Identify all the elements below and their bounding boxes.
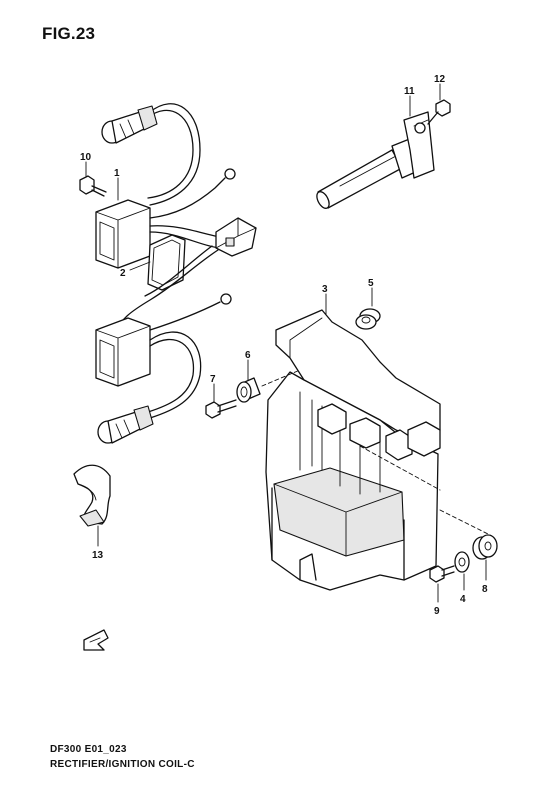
callout-2: 2 — [120, 268, 126, 279]
figure-description: RECTIFIER/IGNITION COIL-C — [50, 759, 195, 770]
callout-8: 8 — [482, 584, 488, 595]
rectifier-case — [261, 309, 493, 591]
callout-13: 13 — [92, 550, 104, 561]
connector-plug-top — [101, 105, 158, 144]
washer-4 — [454, 551, 470, 573]
front-direction-icon — [83, 629, 109, 651]
callout-4: 4 — [460, 594, 466, 605]
callout-10: 10 — [80, 152, 92, 163]
rectifier-lower — [95, 293, 232, 444]
ignition-coil — [316, 111, 435, 209]
clamp-13 — [73, 464, 111, 527]
bolt-9 — [429, 565, 455, 583]
rectifier-upper — [95, 103, 236, 269]
grommet-5 — [355, 308, 381, 330]
grommet-8 — [472, 534, 498, 560]
figure-title: FIG.23 — [42, 24, 96, 43]
callout-5: 5 — [368, 278, 374, 289]
gasket — [147, 234, 186, 291]
connector-plug-bottom — [97, 405, 154, 444]
leader-lines — [85, 83, 487, 603]
callout-9: 9 — [434, 606, 440, 617]
callout-3: 3 — [322, 284, 328, 295]
callout-11: 11 — [404, 86, 415, 97]
callout-1: 1 — [114, 168, 120, 179]
bolt-7 — [205, 399, 237, 419]
callout-7: 7 — [210, 374, 216, 385]
grommet-6 — [236, 377, 261, 403]
callout-12: 12 — [434, 74, 446, 85]
bolt-12 — [427, 99, 451, 125]
bolt-10 — [79, 175, 107, 197]
callout-6: 6 — [245, 350, 251, 361]
figure-code: DF300 E01_023 — [50, 744, 127, 755]
coupler — [215, 217, 257, 257]
